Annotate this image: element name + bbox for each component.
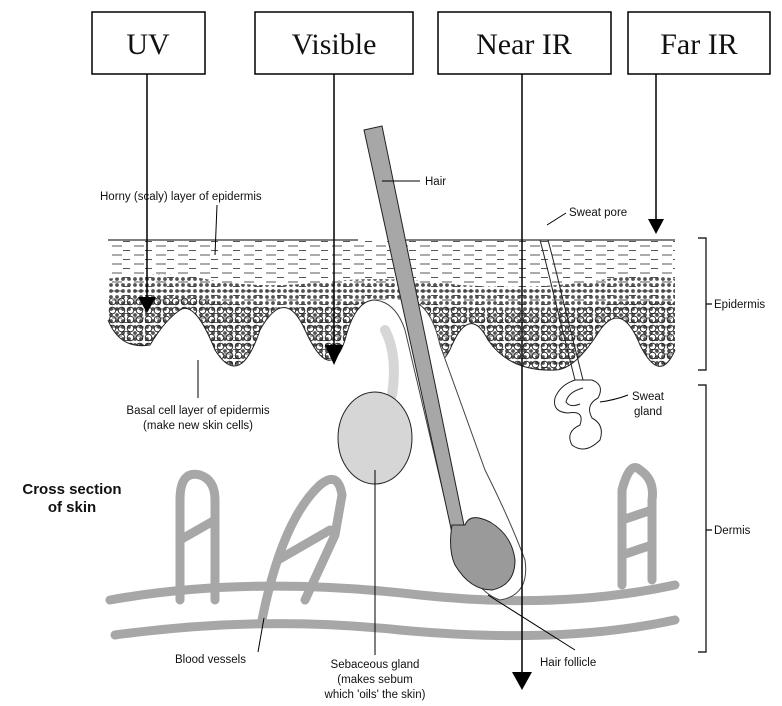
blood-vessels	[110, 468, 675, 636]
band-box-visible: Visible	[255, 12, 413, 74]
far-ir-arrowhead	[648, 219, 664, 234]
band-box-near-ir: Near IR	[438, 12, 611, 74]
label-sweat-gland-line-1: Sweat	[632, 391, 665, 403]
near-ir-arrowhead	[512, 672, 532, 690]
label-horny-layer: Horny (scaly) layer of epidermis	[100, 191, 262, 203]
layer-brackets	[698, 238, 712, 652]
epidermis-bracket	[698, 238, 706, 370]
band-box-uv: UV	[92, 12, 205, 74]
label-sweat-pore: Sweat pore	[569, 207, 627, 219]
label-basal-line-1: Basal cell layer of epidermis	[126, 405, 269, 417]
label-sebaceous-line-3: which 'oils' the skin)	[324, 689, 426, 701]
label-sebaceous-line-1: Sebaceous gland	[331, 659, 420, 671]
label-cross-section-line-1: Cross section	[22, 481, 121, 498]
label-dermis: Dermis	[714, 525, 751, 537]
band-label-uv: UV	[126, 28, 170, 61]
label-sweat-gland-line-2: gland	[634, 406, 662, 418]
label-hair-follicle: Hair follicle	[540, 657, 596, 669]
dermis-bracket	[698, 385, 706, 652]
band-label-visible: Visible	[292, 28, 377, 61]
label-cross-section-line-2: of skin	[48, 499, 96, 516]
band-box-far-ir: Far IR	[628, 12, 770, 74]
label-sebaceous-line-2: (makes sebum	[337, 674, 412, 686]
label-hair: Hair	[425, 176, 446, 188]
label-basal-line-2: (make new skin cells)	[143, 420, 253, 432]
band-label-near-ir: Near IR	[476, 28, 572, 61]
label-epidermis: Epidermis	[714, 299, 765, 311]
label-blood-vessels: Blood vessels	[175, 654, 246, 666]
band-label-far-ir: Far IR	[660, 28, 738, 61]
sebaceous-gland	[338, 330, 412, 484]
